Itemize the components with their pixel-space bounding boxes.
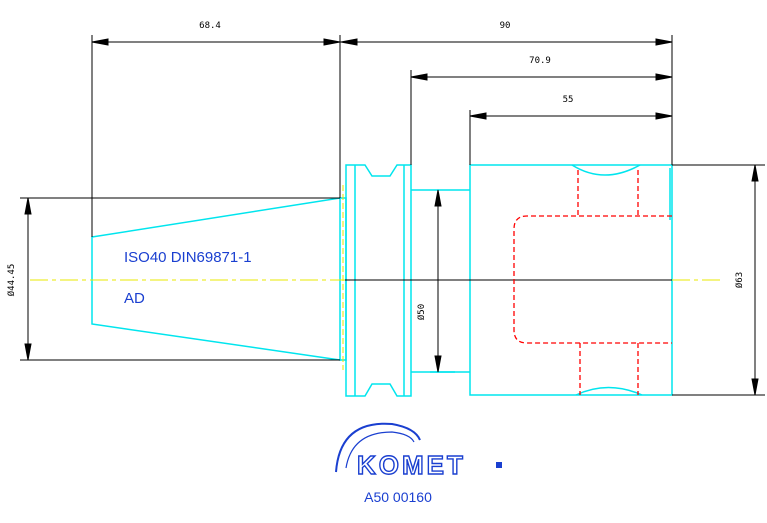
variant-label: AD [124,290,145,307]
dim-neck-diameter: Ø50 [416,304,427,320]
standard-label: ISO40 DIN69871-1 [124,249,252,266]
dim-68-4: 68.4 [199,21,221,31]
centerline [30,185,720,370]
part-number: A50 00160 [364,489,432,505]
bottom-pocket-hidden [579,343,639,395]
komet-logo: KOMET [335,422,502,481]
dim-taper-diameter: Ø44.45 [6,264,17,297]
taper-outline [91,197,341,361]
bottom-pocket-arc [575,386,643,396]
logo-swoosh [335,422,421,473]
dim-70-9: 70.9 [529,56,551,66]
dim-90: 90 [500,21,511,31]
bore-hidden [513,215,672,344]
top-pocket-hidden [577,170,639,216]
flange-outline [345,164,412,397]
dim-55: 55 [563,95,574,105]
logo-reg-mark [496,462,502,468]
neck-outline [411,189,470,373]
dimension-lines [20,35,765,396]
hidden-lines [513,170,672,395]
top-pocket-arc [571,164,641,176]
logo-text: KOMET [357,450,466,480]
logo-swoosh-inner [345,431,415,469]
dim-body-diameter: Ø63 [734,272,745,288]
